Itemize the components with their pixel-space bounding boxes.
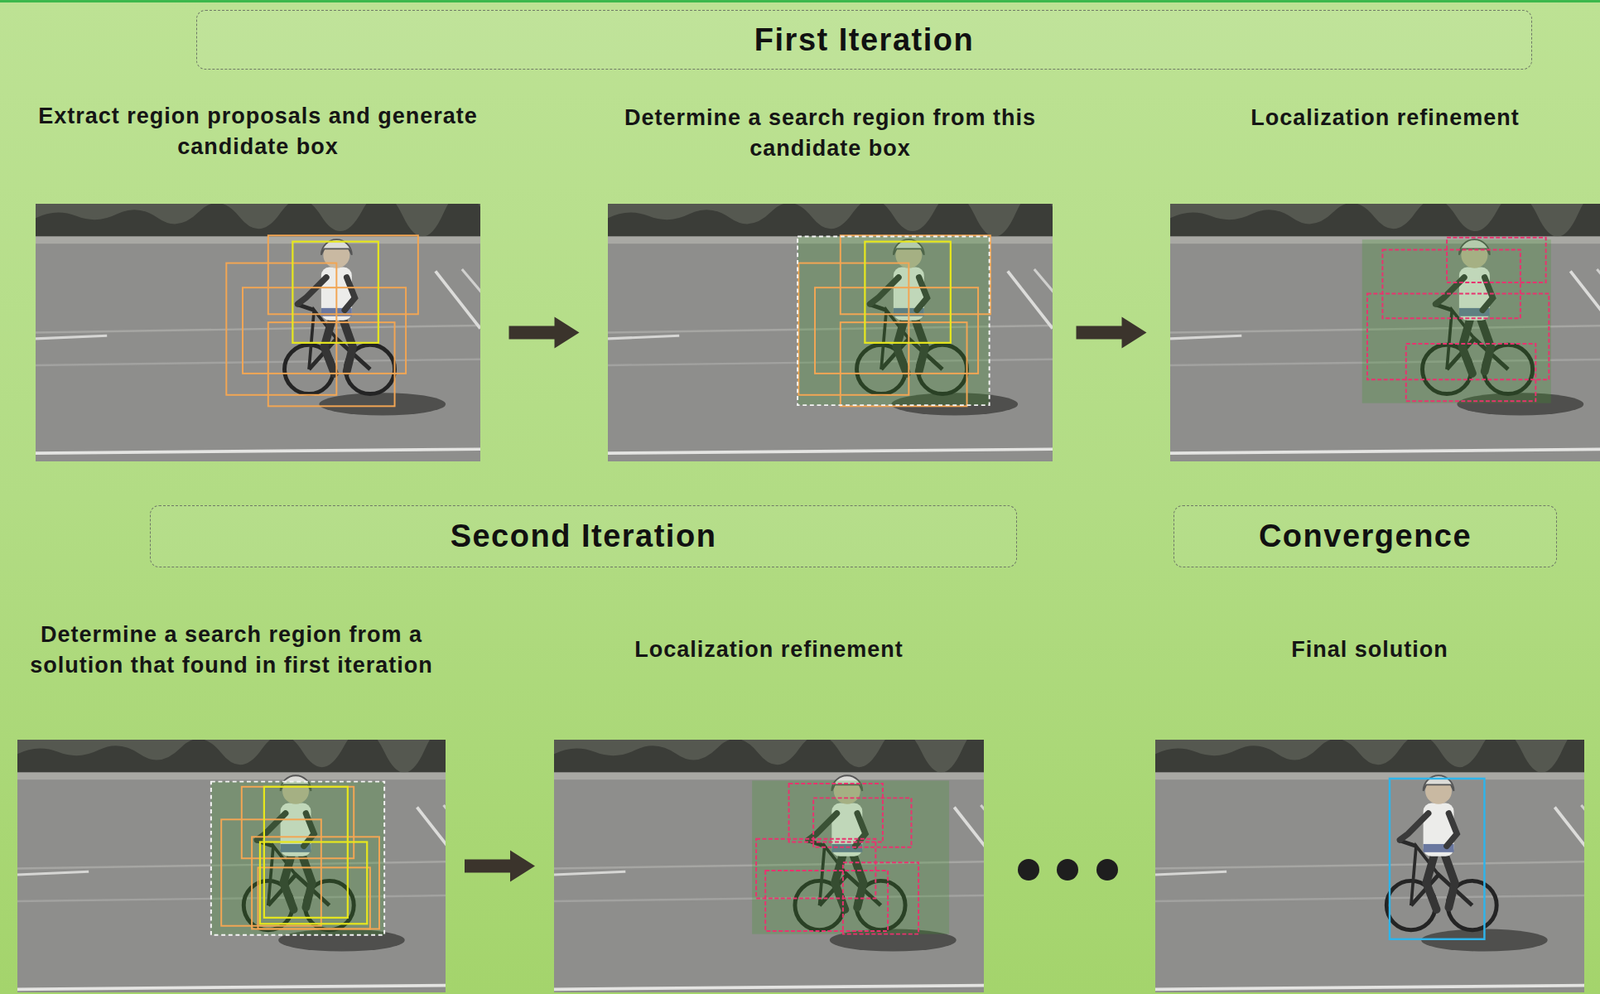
flow-arrow — [509, 317, 580, 349]
step-caption: Determine a search region from a solutio… — [8, 619, 456, 681]
flow-arrow — [464, 850, 535, 882]
step-caption: Determine a search region from this cand… — [598, 102, 1063, 164]
stage-title: Convergence — [1258, 518, 1472, 555]
stage-band: First Iteration — [196, 9, 1533, 70]
stage-title: First Iteration — [754, 22, 974, 58]
frame-panel: Determine a search region from this cand… — [607, 102, 1053, 462]
frame-panel: Final solution — [1155, 634, 1585, 993]
frame-panel: Determine a search region from a solutio… — [17, 619, 446, 993]
stage-band: Convergence — [1173, 505, 1557, 568]
stage-band: Second Iteration — [149, 505, 1017, 568]
step-caption: Extract region proposals and generate ca… — [26, 101, 491, 163]
frame-panel: Extract region proposals and generate ca… — [35, 101, 481, 462]
step-caption: Localization refinement — [562, 634, 977, 666]
frame-panel: Localization refinement — [1170, 102, 1600, 463]
step-caption: Localization refinement — [1186, 102, 1585, 134]
stage-title: Second Iteration — [450, 518, 718, 555]
frame-panel: Localization refinement — [554, 634, 984, 993]
step-caption: Final solution — [1162, 634, 1577, 666]
flow-arrow — [1076, 317, 1147, 349]
